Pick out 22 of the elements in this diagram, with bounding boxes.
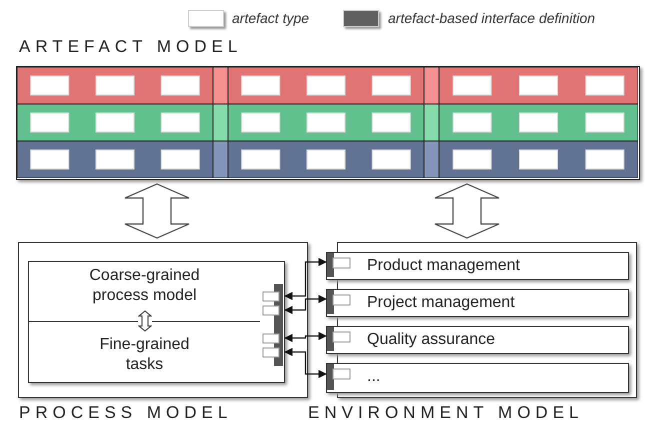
box-text: Quality assurance xyxy=(367,331,496,349)
section-heading: PROCESS MODEL xyxy=(19,403,232,423)
box-text: Coarse-grained process model xyxy=(88,266,201,306)
environment-box xyxy=(326,289,629,317)
environment-box xyxy=(326,326,629,354)
connector-arrow xyxy=(284,258,327,300)
legend-label: artefact-based interface definition xyxy=(388,10,596,26)
connector-arrow xyxy=(284,294,327,314)
box-text: ... xyxy=(367,368,380,386)
box-text: Product management xyxy=(367,257,520,275)
box-text: Project management xyxy=(367,294,515,312)
environment-box xyxy=(326,363,629,393)
environment-box xyxy=(326,252,629,280)
section-heading: ENVIRONMENT MODEL xyxy=(308,403,584,423)
connector-arrow xyxy=(284,348,327,378)
double-arrow xyxy=(124,183,190,239)
connector-arrow xyxy=(284,332,327,342)
process-box xyxy=(28,261,285,383)
double-arrow xyxy=(434,183,500,239)
section-heading: ARTEFACT MODEL xyxy=(19,37,242,57)
legend-label: artefact type xyxy=(232,10,310,26)
box-text: Fine-grained tasks xyxy=(98,335,190,375)
